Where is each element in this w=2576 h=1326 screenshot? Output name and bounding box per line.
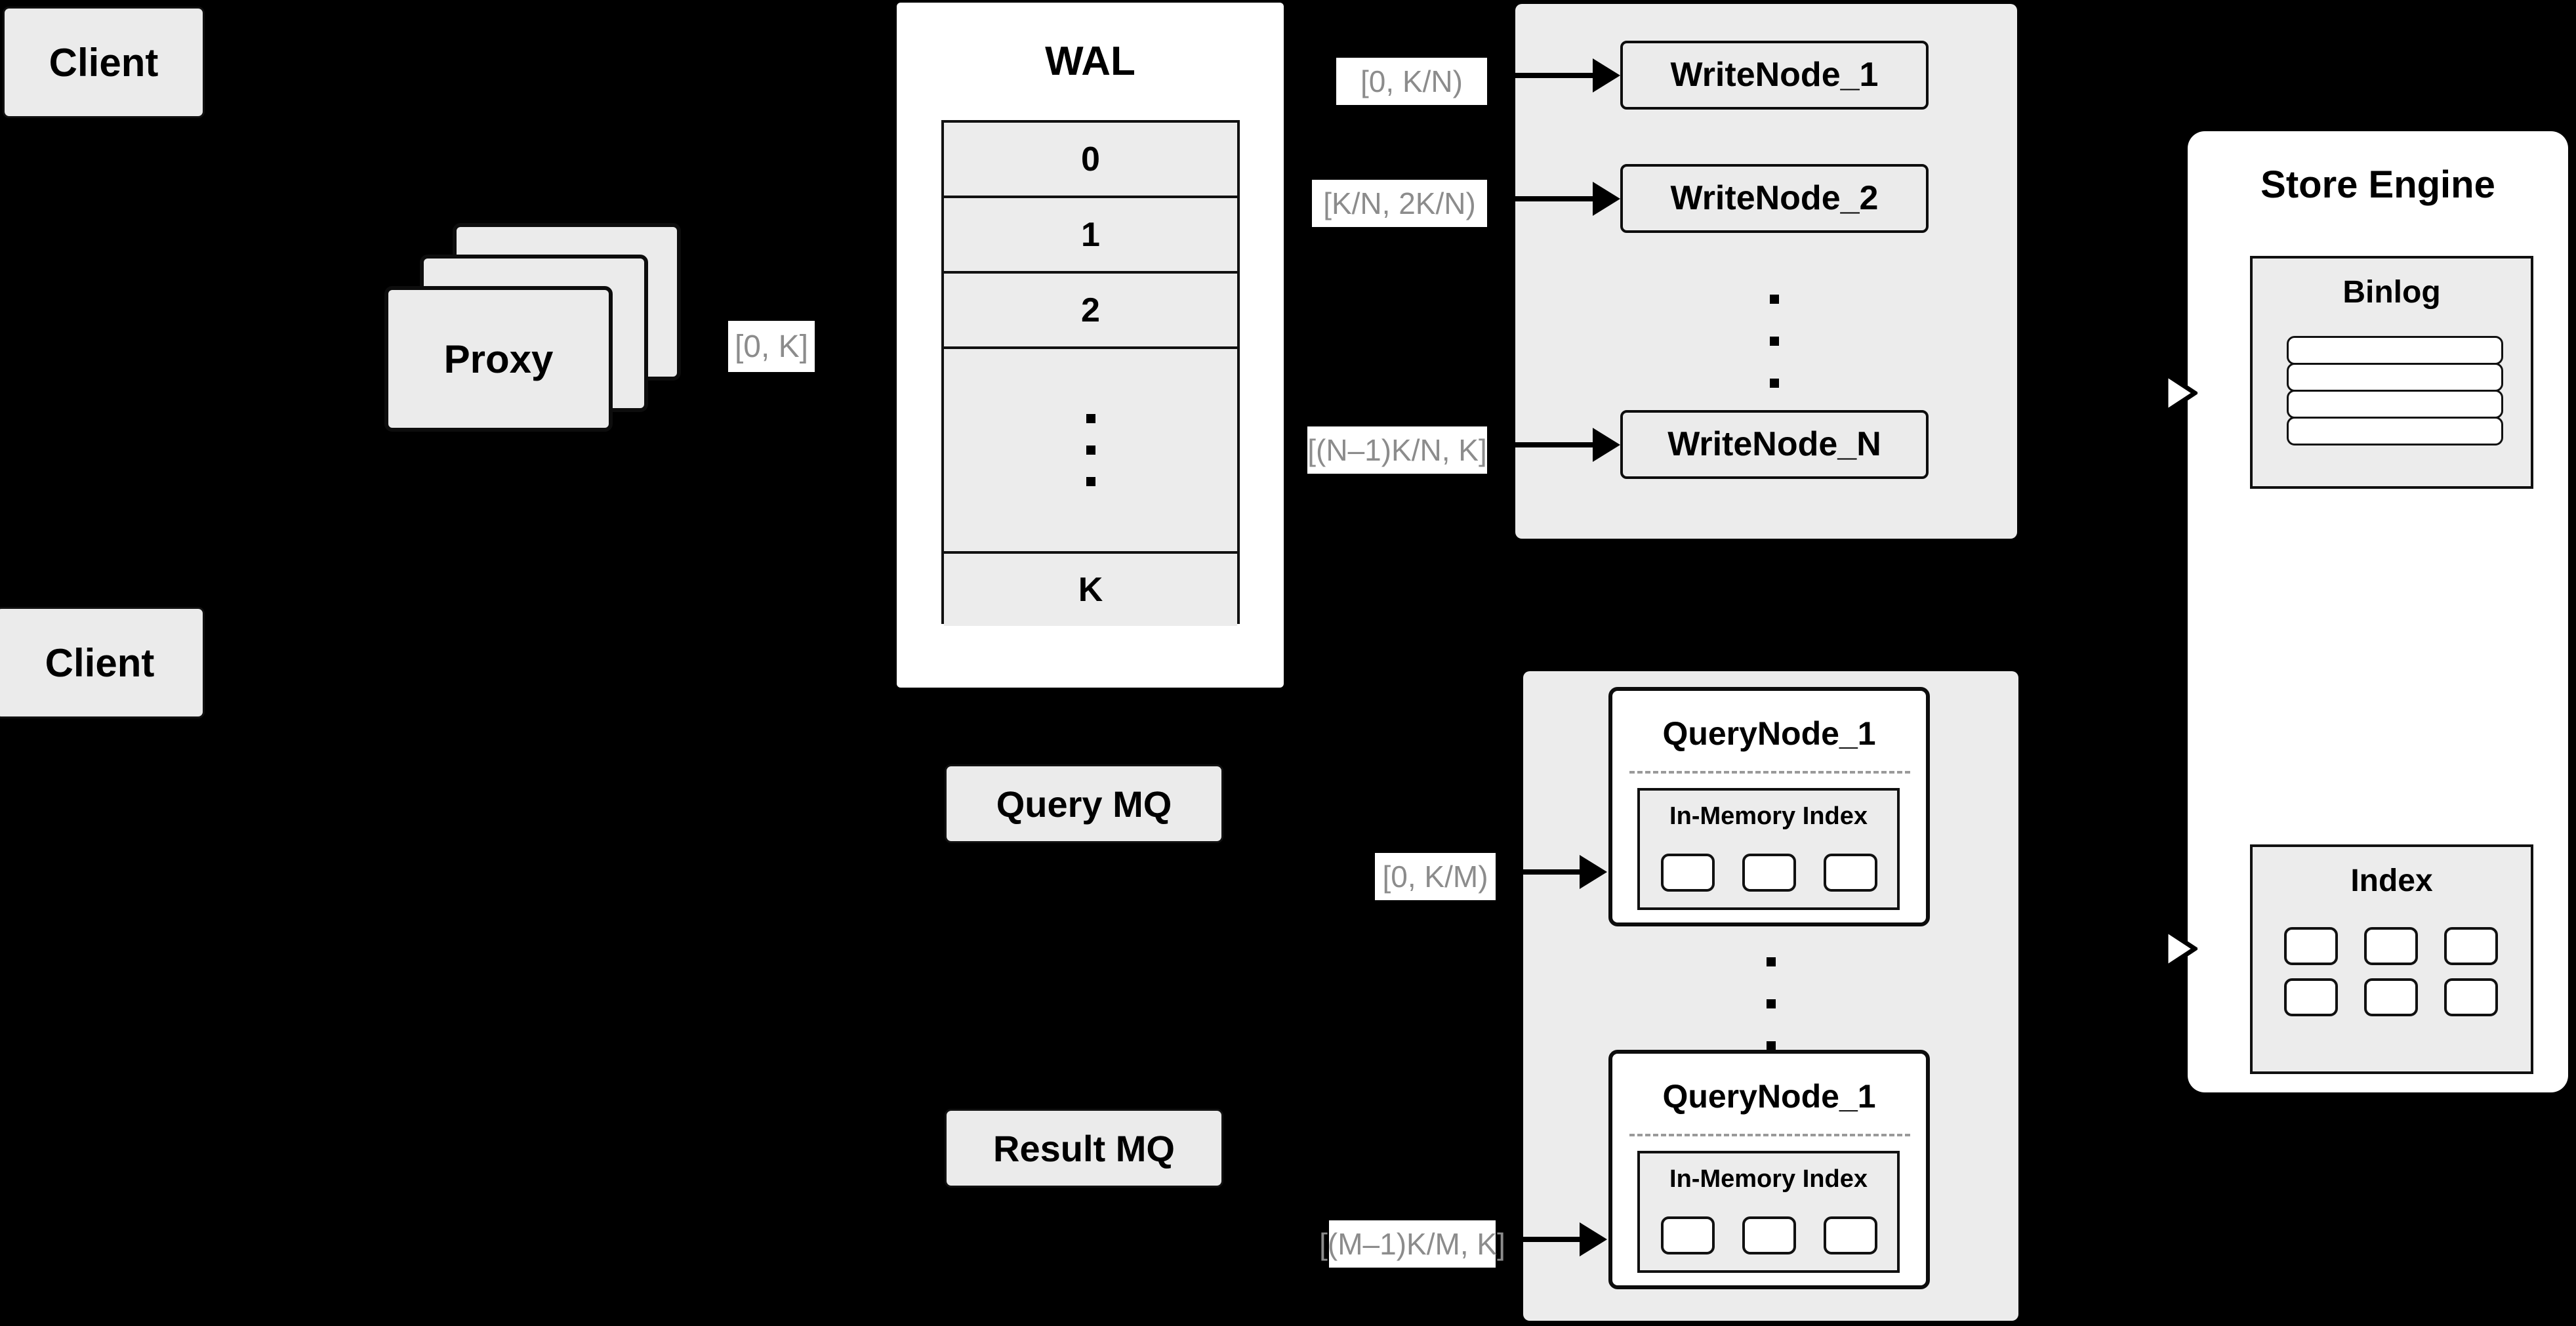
ellipsis-dot	[1086, 445, 1095, 455]
edge-label-write-n: [(N–1)K/N, K]	[1307, 426, 1487, 474]
write-node-1-label: WriteNode_1	[1670, 56, 1879, 94]
wal-row[interactable]: K	[944, 554, 1237, 626]
arrow-line-binlog	[2122, 390, 2173, 394]
arrow-head-query-1	[1580, 855, 1607, 889]
query-mq-label: Query MQ	[996, 783, 1172, 825]
query-node-1[interactable]: QueryNode_1 In-Memory Index	[1608, 687, 1930, 926]
in-memory-index-1: In-Memory Index	[1637, 788, 1900, 910]
in-memory-index-1-label: In-Memory Index	[1669, 802, 1868, 830]
client-label-1: Client	[49, 40, 159, 85]
arrow-line-write-n	[1515, 442, 1607, 447]
query-node-2[interactable]: QueryNode_1 In-Memory Index	[1608, 1050, 1930, 1289]
arrow-line-query-1	[1509, 869, 1594, 875]
store-index-cell[interactable]	[2364, 978, 2418, 1016]
ellipsis-dot	[1767, 999, 1776, 1008]
index-title: Index	[2350, 863, 2433, 898]
ellipsis-dot	[1770, 337, 1779, 346]
wal-title: WAL	[1045, 39, 1135, 84]
arrow-line-write-2	[1515, 196, 1607, 201]
query-node-2-label: QueryNode_1	[1662, 1078, 1876, 1115]
write-node-2-label: WriteNode_2	[1670, 179, 1879, 218]
edge-label-proxy-to-wal: [0, K]	[728, 321, 815, 372]
client-box-1[interactable]: Client	[3, 7, 205, 118]
proxy-label: Proxy	[443, 337, 554, 381]
query-mq-box[interactable]: Query MQ	[945, 764, 1223, 843]
arrow-head-write-2	[1593, 182, 1620, 216]
in-memory-index-2: In-Memory Index	[1637, 1151, 1900, 1273]
edge-label-write-1: [0, K/N)	[1336, 58, 1487, 105]
edge-label-text: [0, K]	[734, 329, 809, 364]
arrow-line-index	[2122, 945, 2173, 950]
binlog-row[interactable]	[2287, 336, 2503, 365]
store-index-cell[interactable]	[2444, 978, 2498, 1016]
query-node-1-divider	[1629, 771, 1910, 774]
ellipsis-dot	[1086, 414, 1095, 423]
index-cell[interactable]	[1661, 854, 1715, 892]
proxy-box[interactable]: Proxy	[384, 286, 613, 432]
arrow-head-binlog-hollow-icon	[2165, 370, 2198, 416]
store-index-cell[interactable]	[2364, 927, 2418, 965]
ellipsis-dot	[1767, 957, 1776, 966]
result-mq-box[interactable]: Result MQ	[945, 1109, 1223, 1188]
query-node-1-label: QueryNode_1	[1662, 715, 1876, 752]
in-memory-index-2-label: In-Memory Index	[1669, 1165, 1868, 1193]
arrow-line-query-2	[1509, 1237, 1594, 1242]
index-cell[interactable]	[1742, 854, 1796, 892]
edge-label-query-2: [(M–1)K/M, K]	[1319, 1220, 1505, 1268]
binlog-row[interactable]	[2287, 417, 2503, 445]
ellipsis-dot	[1770, 295, 1779, 304]
write-node-n[interactable]: WriteNode_N	[1620, 410, 1929, 479]
binlog-group: Binlog	[2250, 256, 2533, 489]
write-node-2[interactable]: WriteNode_2	[1620, 164, 1929, 233]
edge-label-query-1: [0, K/M)	[1375, 853, 1496, 900]
store-index-cell[interactable]	[2284, 978, 2338, 1016]
arrow-head-query-2	[1580, 1222, 1607, 1256]
query-cluster-ellipsis	[1732, 942, 1810, 1066]
wal-row[interactable]: 2	[944, 274, 1237, 349]
result-mq-label: Result MQ	[993, 1127, 1175, 1169]
binlog-row[interactable]	[2287, 363, 2503, 392]
edge-label-write-2: [K/N, 2K/N)	[1312, 180, 1487, 227]
query-node-2-divider	[1629, 1134, 1910, 1136]
client-label-2: Client	[45, 640, 155, 685]
arrow-head-write-n	[1593, 428, 1620, 462]
arrow-head-write-1	[1593, 58, 1620, 93]
binlog-row[interactable]	[2287, 390, 2503, 419]
binlog-title: Binlog	[2342, 275, 2441, 310]
wal-table: 0 1 2 K	[941, 120, 1240, 626]
index-cell[interactable]	[1824, 1216, 1877, 1254]
index-group: Index	[2250, 844, 2533, 1074]
wal-row-ellipsis	[944, 349, 1237, 554]
wal-row[interactable]: 0	[944, 123, 1237, 198]
index-cell[interactable]	[1661, 1216, 1715, 1254]
arrow-line-write-1	[1515, 73, 1607, 78]
index-cell[interactable]	[1824, 854, 1877, 892]
write-node-n-label: WriteNode_N	[1667, 425, 1881, 464]
ellipsis-dot	[1770, 379, 1779, 388]
wal-row[interactable]: 1	[944, 198, 1237, 274]
store-engine-title: Store Engine	[2260, 163, 2495, 206]
write-node-1[interactable]: WriteNode_1	[1620, 41, 1929, 110]
index-cell[interactable]	[1742, 1216, 1796, 1254]
write-cluster-ellipsis	[1732, 276, 1817, 407]
client-box-2[interactable]: Client	[0, 607, 205, 718]
ellipsis-dot	[1086, 477, 1095, 486]
store-index-cell[interactable]	[2284, 927, 2338, 965]
store-index-cell[interactable]	[2444, 927, 2498, 965]
ellipsis-dot	[1767, 1041, 1776, 1050]
arrow-head-index-hollow-icon	[2165, 926, 2198, 972]
